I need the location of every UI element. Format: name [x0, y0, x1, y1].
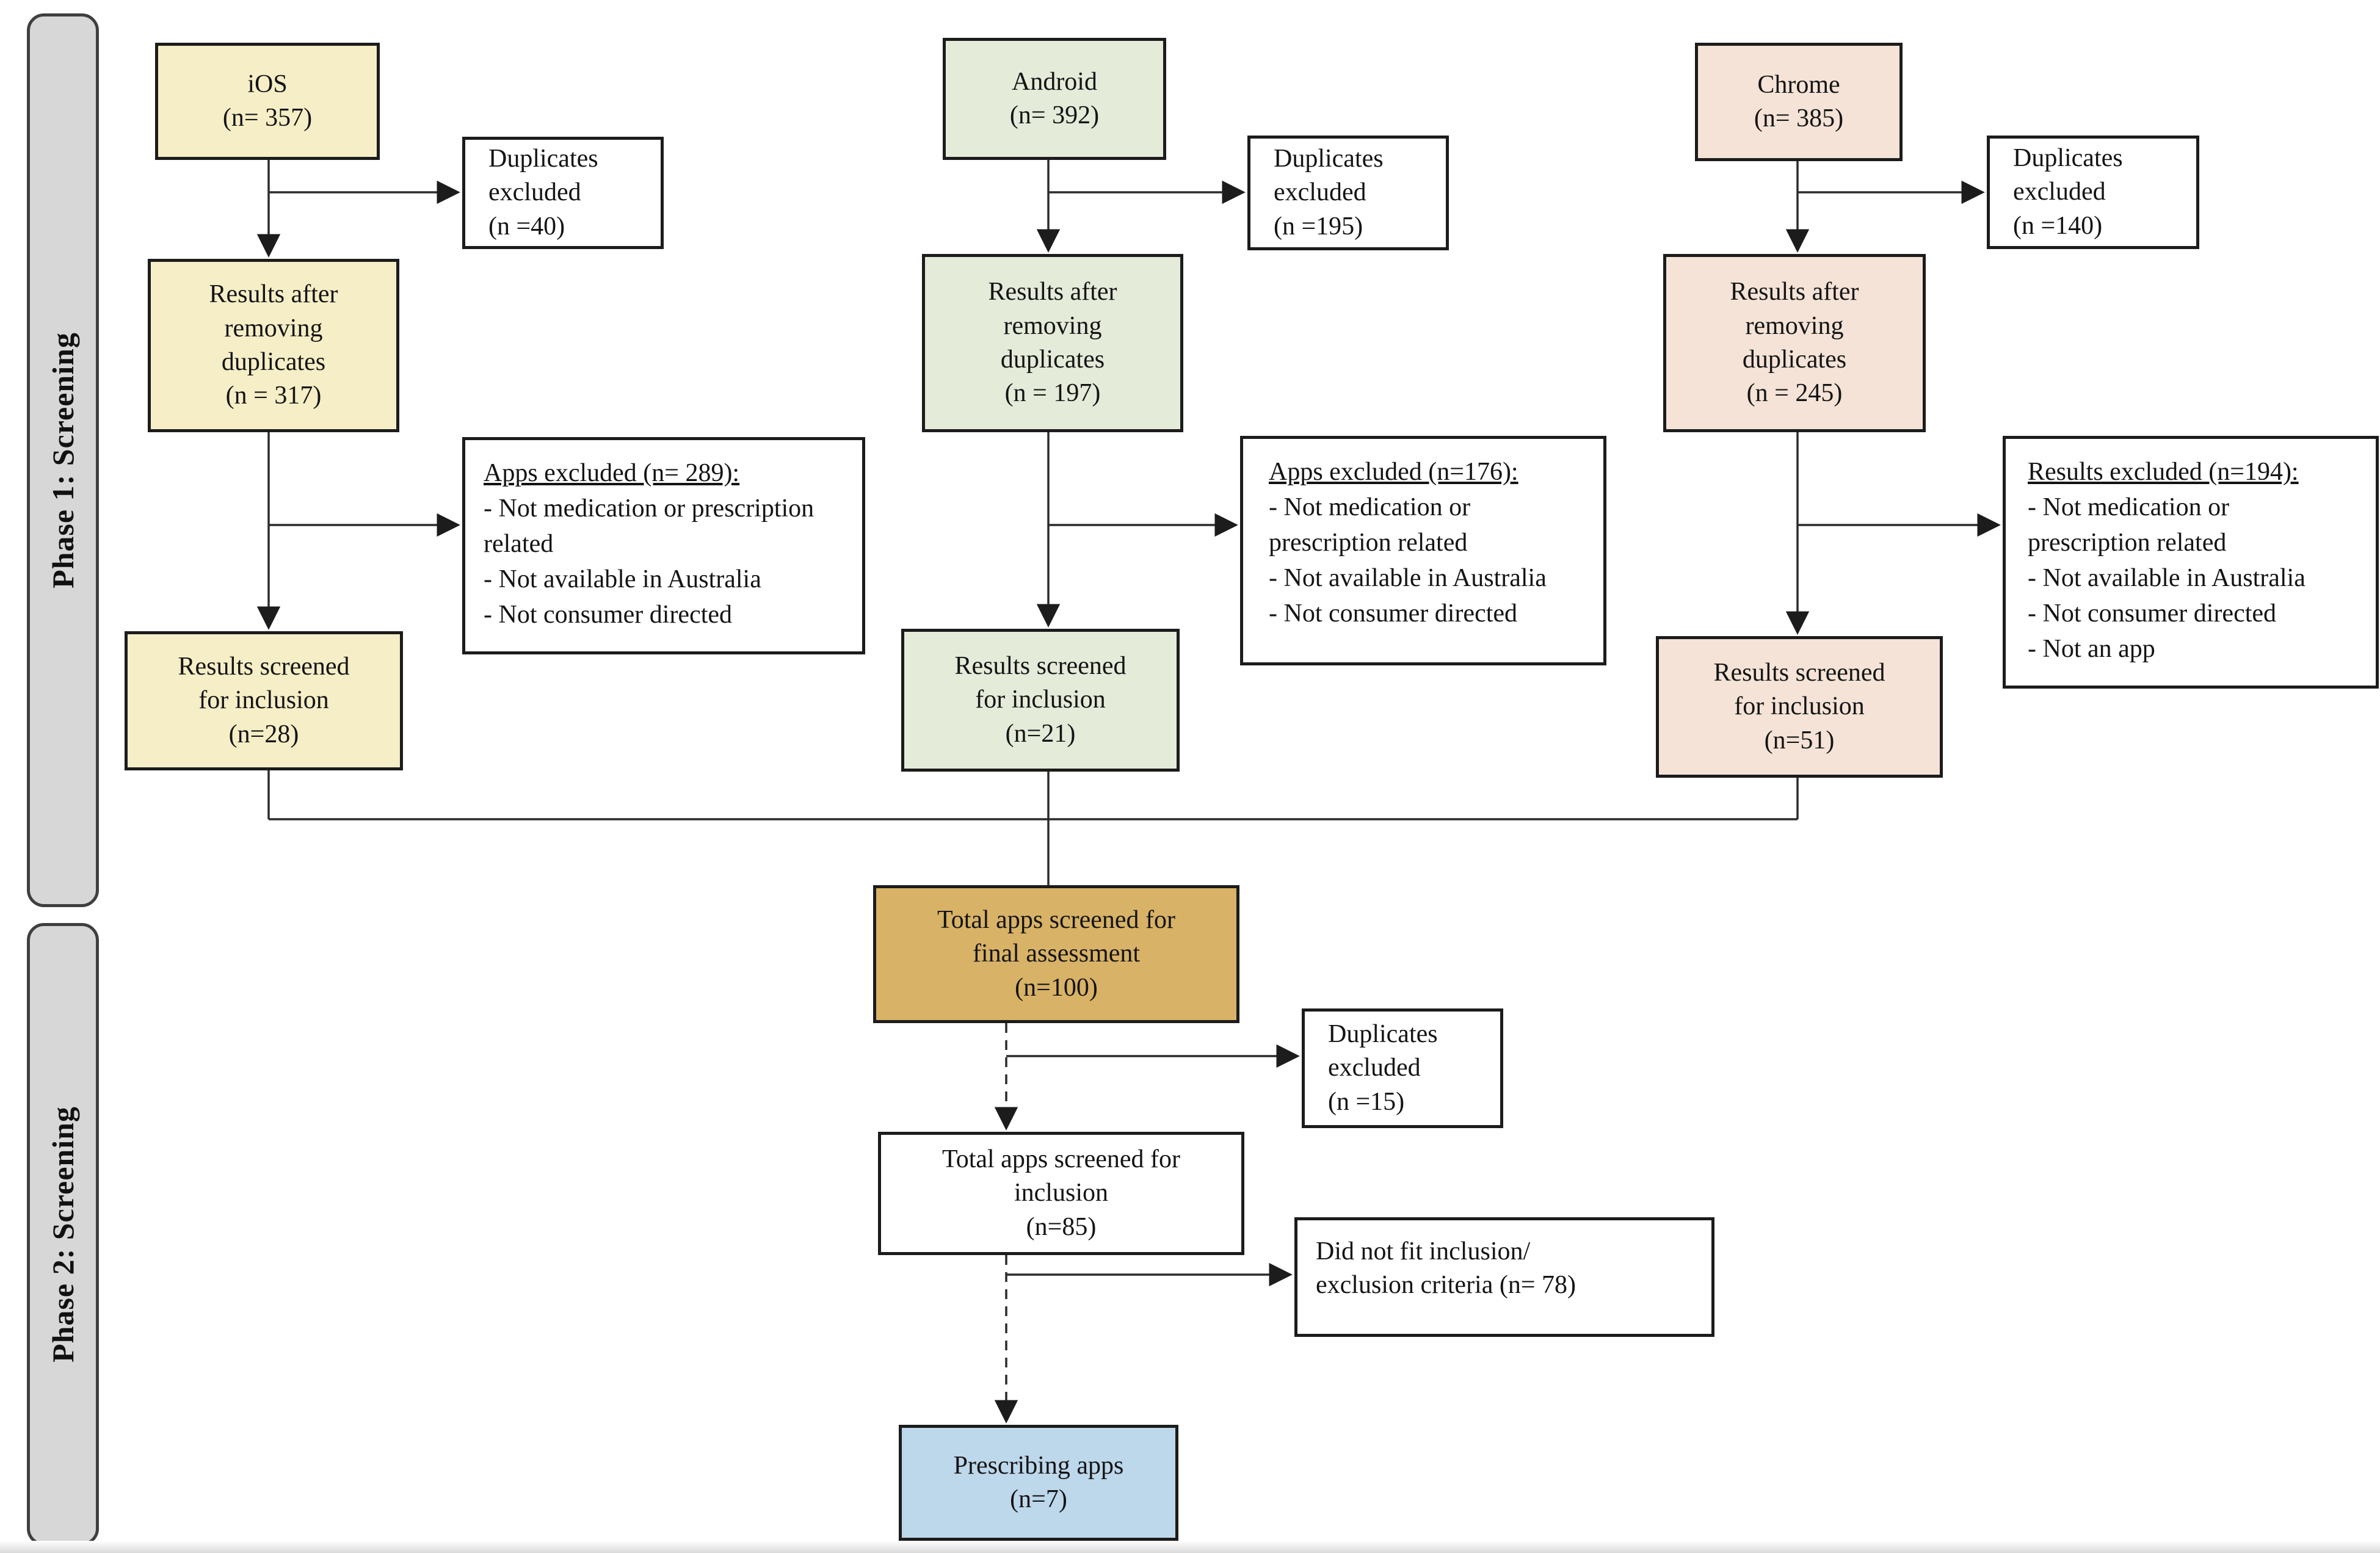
chrome-after-duplicates-box: Results after removing duplicates (n = 2…	[1663, 254, 1926, 432]
chrome-duplicates-excluded-box: Duplicates excluded (n =140)	[1987, 136, 2199, 249]
ios-excluded-item: - Not available in Australia	[484, 565, 761, 593]
did-not-fit-box: Did not fit inclusion/ exclusion criteri…	[1294, 1217, 1714, 1337]
chrome-excluded-item: - Not an app	[2028, 634, 2155, 663]
phase1-label: Phase 1: Screening	[46, 332, 80, 588]
android-screened-box: Results screened for inclusion (n=21)	[901, 629, 1180, 772]
chrome-excluded-title: Results excluded (n=194):	[2028, 458, 2299, 486]
ios-excluded-box: Apps excluded (n= 289): - Not medication…	[462, 437, 865, 654]
page-bottom-edge	[0, 1541, 2380, 1553]
android-after-duplicates-box: Results after removing duplicates (n = 1…	[922, 254, 1183, 432]
android-duplicates-excluded-box: Duplicates excluded (n =195)	[1247, 136, 1449, 250]
ios-source-box: iOS (n= 357)	[155, 43, 380, 160]
ios-after-duplicates-box: Results after removing duplicates (n = 3…	[148, 259, 399, 432]
phase1-sidebar: Phase 1: Screening	[27, 13, 99, 907]
chrome-excluded-item: - Not available in Australia	[2028, 563, 2306, 592]
duplicates-excluded-15-box: Duplicates excluded (n =15)	[1302, 1008, 1503, 1128]
total-final-assessment-box: Total apps screened for final assessment…	[873, 885, 1239, 1023]
ios-duplicates-excluded-box: Duplicates excluded (n =40)	[462, 137, 664, 249]
total-inclusion-box: Total apps screened for inclusion (n=85)	[878, 1132, 1244, 1255]
android-excluded-box: Apps excluded (n=176): - Not medication …	[1240, 436, 1606, 665]
chrome-excluded-item: - Not consumer directed	[2028, 599, 2277, 628]
android-excluded-item: - Not consumer directed	[1269, 599, 1518, 628]
ios-excluded-item: - Not medication or prescription related	[484, 494, 814, 558]
phase2-label: Phase 2: Screening	[46, 1106, 80, 1363]
chrome-source-box: Chrome (n= 385)	[1695, 43, 1903, 161]
ios-excluded-title: Apps excluded (n= 289):	[484, 459, 740, 487]
android-excluded-item: - Not medication or prescription related	[1269, 493, 1471, 557]
ios-excluded-item: - Not consumer directed	[484, 600, 733, 629]
chrome-screened-box: Results screened for inclusion (n=51)	[1656, 636, 1943, 778]
prescribing-apps-box: Prescribing apps (n=7)	[899, 1425, 1178, 1541]
android-excluded-title: Apps excluded (n=176):	[1269, 458, 1518, 486]
ios-screened-box: Results screened for inclusion (n=28)	[125, 631, 403, 770]
chrome-excluded-item: - Not medication or prescription related	[2028, 493, 2230, 557]
chrome-excluded-box: Results excluded (n=194): - Not medicati…	[2003, 436, 2379, 689]
android-excluded-item: - Not available in Australia	[1269, 563, 1547, 592]
android-source-box: Android (n= 392)	[943, 38, 1166, 160]
phase2-sidebar: Phase 2: Screening	[27, 923, 99, 1546]
